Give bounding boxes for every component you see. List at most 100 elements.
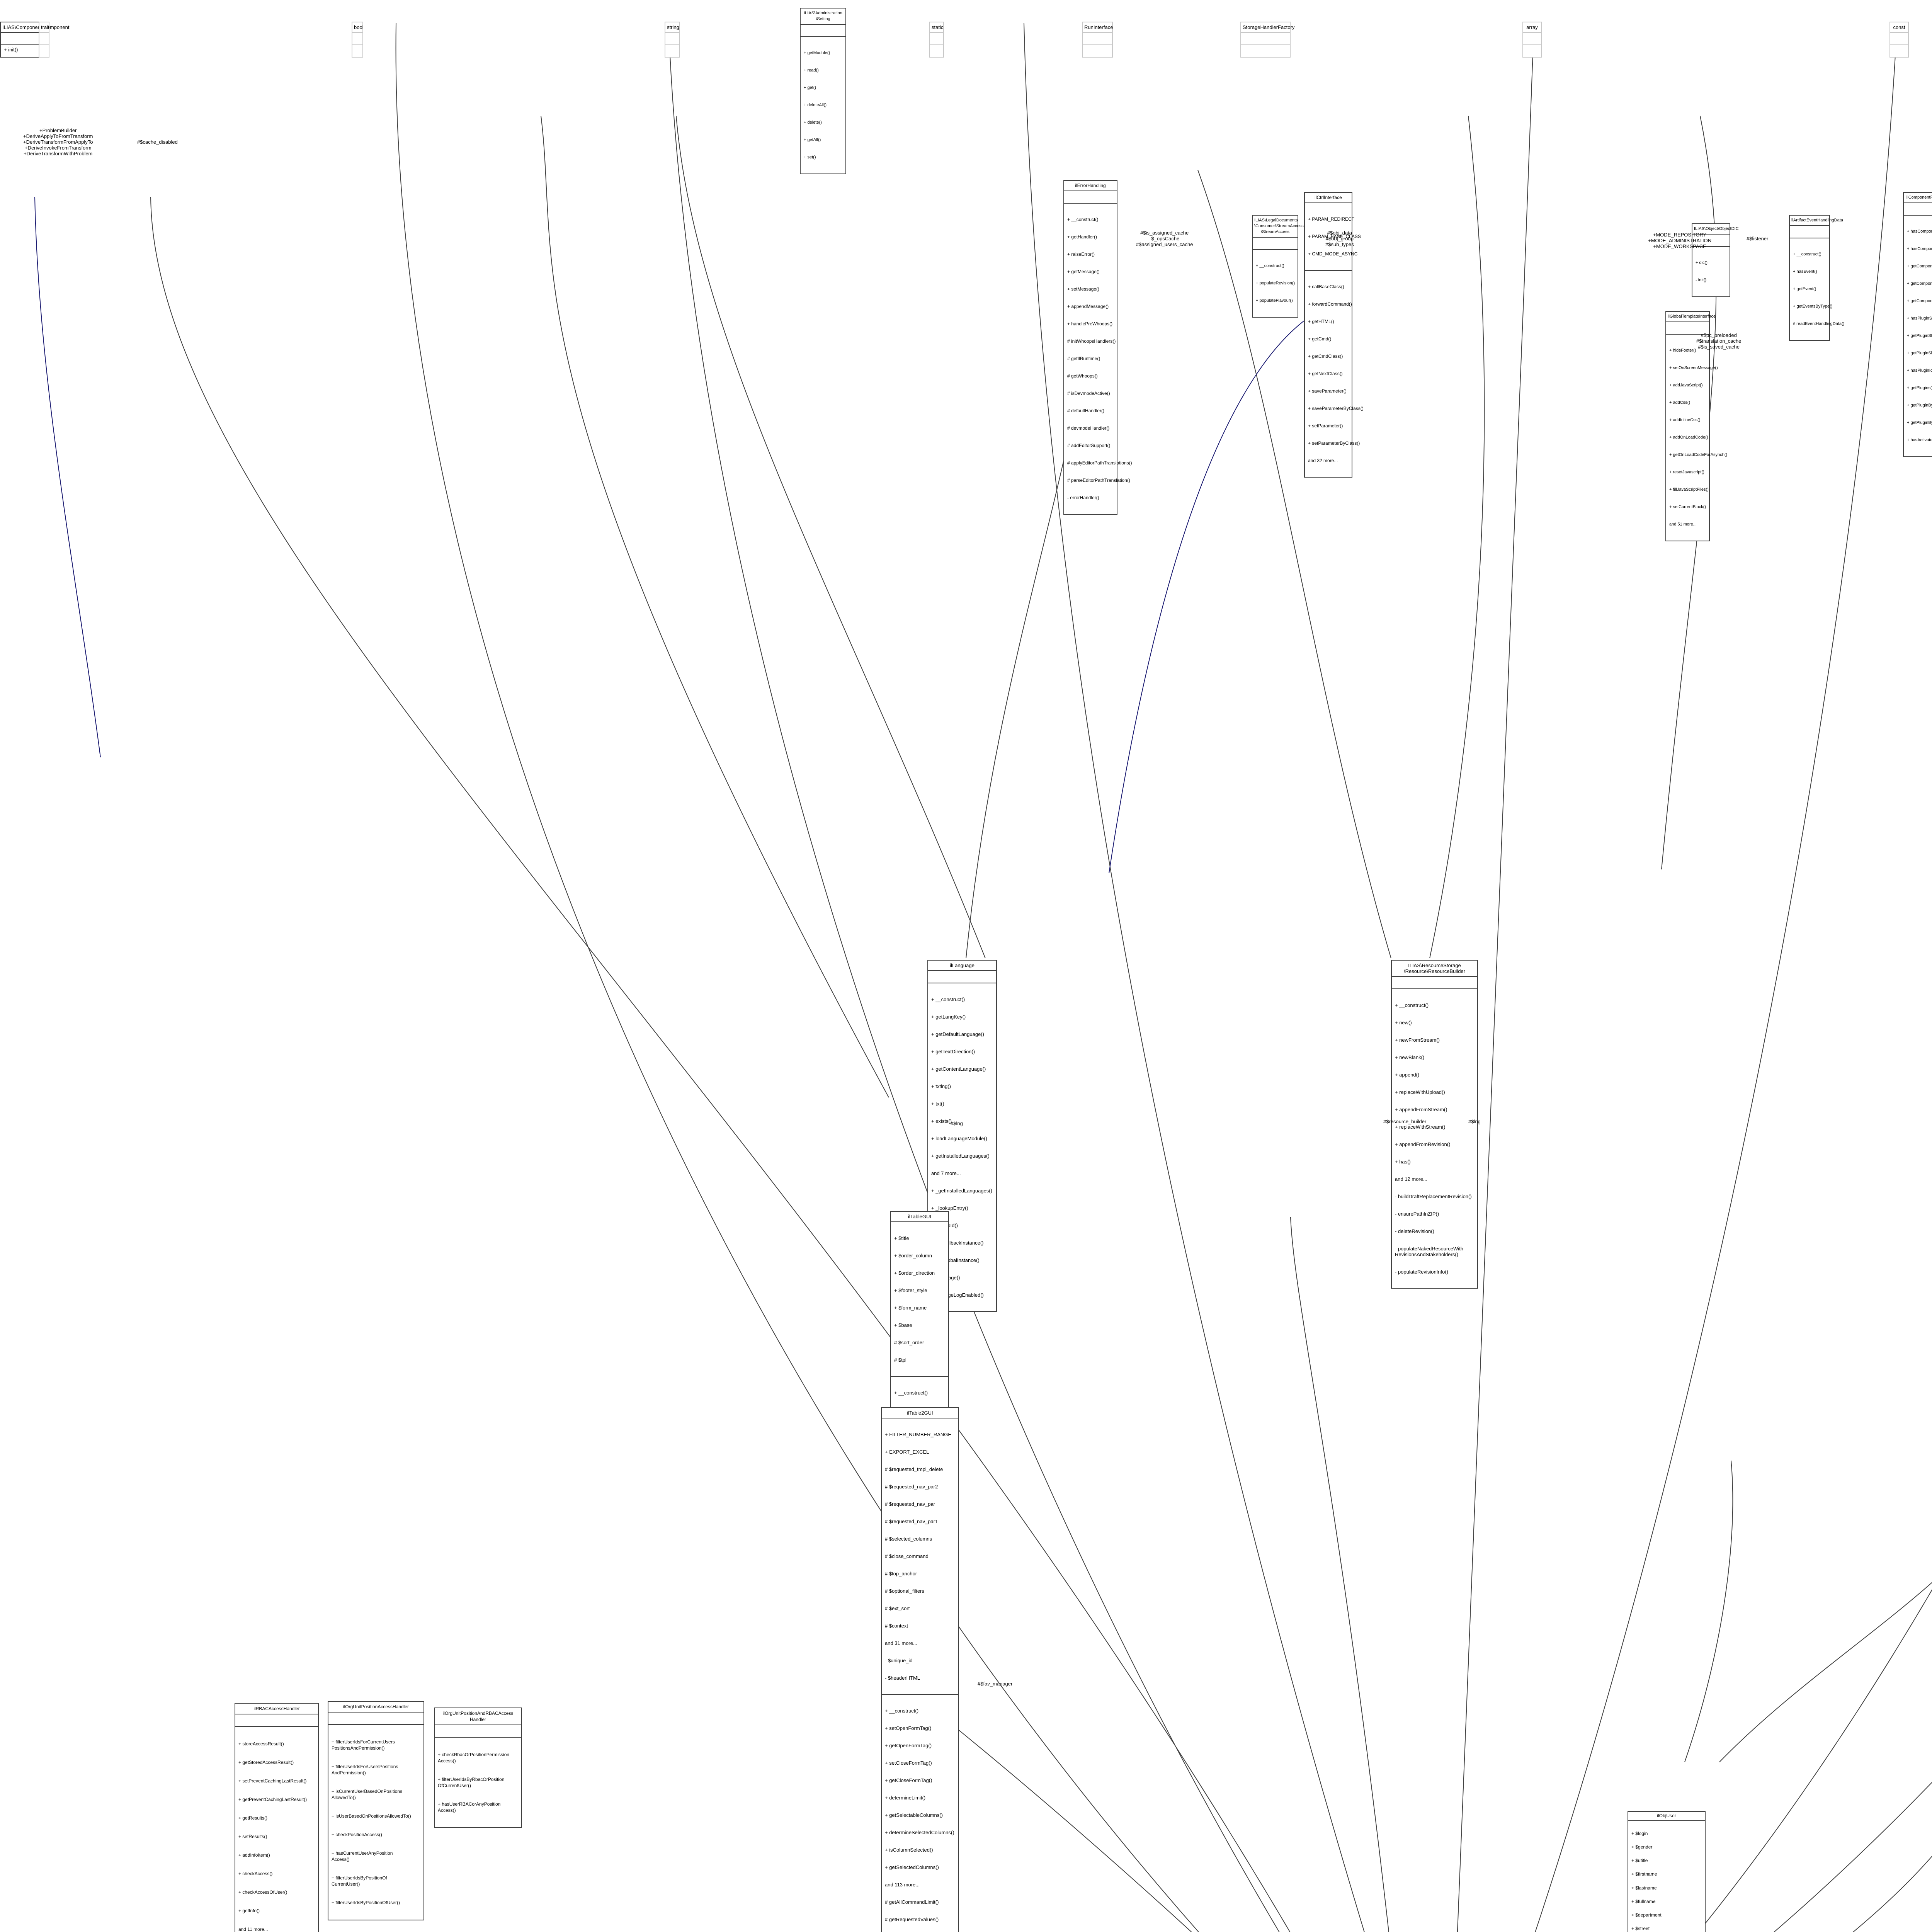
operation: + __construct() <box>1793 252 1821 257</box>
attribute: + $order_column <box>894 1253 932 1259</box>
operation: + get() <box>804 85 816 90</box>
operation: + checkRbacOrPositionPermission Access() <box>438 1752 510 1764</box>
type-node-const[interactable]: const <box>1889 22 1909 58</box>
operation: + exists() <box>931 1118 952 1124</box>
type-node-storagehandlerfactory[interactable]: StorageHandlerFactory <box>1240 22 1294 58</box>
operation: + addInfoItem() <box>238 1852 270 1858</box>
class-node-ilobjuser[interactable]: ilObjUser + $login + $gender + $utitle +… <box>1628 1811 1706 1932</box>
class-node-ilglobaltemplateinterface[interactable]: ilGlobalTemplateInterface + hideFooter()… <box>1665 311 1728 541</box>
class-operations <box>1523 45 1541 57</box>
class-operations <box>39 45 49 57</box>
class-title: trait <box>39 22 49 33</box>
type-node-string[interactable]: string <box>665 22 680 58</box>
attribute: + $department <box>1631 1912 1662 1918</box>
attribute: + $firstname <box>1631 1871 1657 1877</box>
operation: - populateNakedResourceWith RevisionsAnd… <box>1395 1246 1464 1257</box>
operation: + txtlng() <box>931 1083 951 1089</box>
class-node-ilcomponentrepository[interactable]: ilComponentRepository + hasComponent() +… <box>1903 192 1932 457</box>
operation: - errorHandler() <box>1067 495 1099 500</box>
edge-label: #$pc_preloaded #$translation_cache #$is_… <box>1696 332 1742 350</box>
attribute: # $close_command <box>885 1553 929 1559</box>
attribute: and 31 more... <box>885 1640 917 1646</box>
operation: + determineLimit() <box>885 1795 926 1801</box>
operation: - deleteRevision() <box>1395 1228 1434 1234</box>
operation: + getPluginSlots() <box>1907 333 1932 338</box>
type-node-static[interactable]: static <box>929 22 944 58</box>
operation: + getHandler() <box>1067 234 1097 240</box>
class-node-ilctrlinterface[interactable]: ilCtrlInterface + PARAM_REDIRECT + PARAM… <box>1304 192 1364 478</box>
class-node-streamaccess[interactable]: ILIAS\LegalDocuments \Consumer\StreamAcc… <box>1252 215 1304 318</box>
operation: + hasPluginSlotId() <box>1907 316 1932 321</box>
operation: + callBaseClass() <box>1308 284 1344 289</box>
type-node-bool[interactable]: bool <box>352 22 364 58</box>
class-node-ilias-administration-setting[interactable]: ILIAS\Administration \Setting + getModul… <box>800 8 846 174</box>
attribute: + $street <box>1631 1925 1650 1931</box>
class-node-ilorgunitpositionandrbacaccesshandler[interactable]: ilOrgUnitPositionAndRBACAccess Handler +… <box>434 1708 522 1828</box>
operation: + newBlank() <box>1395 1054 1425 1060</box>
operation: + getPluginByName() <box>1907 420 1932 425</box>
operation: and 7 more... <box>931 1170 961 1176</box>
operation: + getPluginById() <box>1907 403 1932 408</box>
operation: + hasComponent() <box>1907 229 1932 234</box>
class-attributes <box>801 25 845 37</box>
class-attributes <box>1523 33 1541 45</box>
operation: + getInstalledLanguages() <box>931 1153 990 1159</box>
class-attributes <box>328 1713 423 1725</box>
operation: + forwardCommand() <box>1308 301 1352 307</box>
operation: + getResults() <box>238 1815 268 1821</box>
class-node-ilerrorhandling[interactable]: ilErrorHandling + __construct() + getHan… <box>1063 180 1132 515</box>
attribute: + PARAM_REDIRECT <box>1308 216 1355 222</box>
operation: + getPreventCachingLastResult() <box>238 1797 307 1802</box>
type-node-array[interactable]: array <box>1522 22 1542 58</box>
class-operations: + __construct() + getHandler() + raiseEr… <box>1064 204 1132 514</box>
operation: + determineSelectedColumns() <box>885 1830 954 1835</box>
operation: + getSelectedColumns() <box>885 1864 939 1870</box>
class-title: ilRBACAccessHandler <box>235 1704 318 1714</box>
type-node-trait[interactable]: trait <box>39 22 49 58</box>
operation: + addOnLoadCode() <box>1669 435 1708 440</box>
operation: # getAllCommandLimit() <box>885 1899 939 1905</box>
class-operations: + __construct() + setOpenFormTag() + get… <box>882 1695 958 1932</box>
class-attributes <box>1890 33 1908 45</box>
operation: # getWhoops() <box>1067 373 1098 379</box>
operation: + getOnLoadCodeForAsynch() <box>1669 452 1728 457</box>
class-title: const <box>1890 22 1908 33</box>
attribute: # $requested_tmpl_delete <box>885 1466 943 1472</box>
class-title: ILIAS\Administration \Setting <box>801 9 845 25</box>
class-node-ilartifacteventhandlingdata[interactable]: ilArtifactEventHandlingData + __construc… <box>1789 215 1844 341</box>
operation: + getMessage() <box>1067 269 1100 274</box>
attribute: # $requested_nav_par2 <box>885 1484 938 1490</box>
operation: # applyEditorPathTranslations() <box>1067 460 1132 466</box>
class-attributes <box>352 33 362 45</box>
operation: + raiseError() <box>1067 252 1095 257</box>
class-node-objectdic[interactable]: ILIAS\Object\ObjectDIC + dic() - init() <box>1692 223 1739 297</box>
class-operations <box>665 45 679 57</box>
class-title: string <box>665 22 679 33</box>
class-node-resourcebuilder[interactable]: ILIAS\ResourceStorage \Resource\Resource… <box>1391 960 1478 1289</box>
operation: + _lookupEntry() <box>931 1205 968 1211</box>
attribute: # $optional_filters <box>885 1588 924 1594</box>
operation: + __construct() <box>1395 1002 1429 1008</box>
operation: + isColumnSelected() <box>885 1847 933 1853</box>
class-title: StorageHandlerFactory <box>1241 22 1294 33</box>
class-node-iltable2gui[interactable]: ilTable2GUI + FILTER_NUMBER_RANGE + EXPO… <box>881 1407 959 1932</box>
class-attributes <box>665 33 679 45</box>
operation: + appendFromStream() <box>1395 1107 1447 1112</box>
type-node-runinterface[interactable]: RunInterface <box>1082 22 1113 58</box>
class-title: ILIAS\ResourceStorage \Resource\Resource… <box>1392 961 1477 977</box>
operation: + getEvent() <box>1793 287 1816 291</box>
class-operations: + hasComponent() + hasComponentId() + ge… <box>1904 216 1932 456</box>
operation: + new() <box>1395 1020 1412 1026</box>
class-attributes <box>1666 322 1709 335</box>
operation: + setOnScreenMessage() <box>1669 366 1718 370</box>
operation: + setOpenFormTag() <box>885 1725 932 1731</box>
attribute: + $gender <box>1631 1844 1653 1850</box>
class-node-ilorgunitpositionaccesshandler[interactable]: ilOrgUnitPositionAccessHandler + filterU… <box>328 1701 424 1920</box>
class-node-ilrbacaccesshandler[interactable]: ilRBACAccessHandler + storeAccessResult(… <box>235 1703 319 1932</box>
operation: + saveParameter() <box>1308 388 1347 394</box>
operation: # addEditorSupport() <box>1067 443 1111 448</box>
operation: + filterUserIdsByPositionOf CurrentUser(… <box>332 1875 387 1887</box>
attribute: + $login <box>1631 1831 1648 1837</box>
attribute: - $headerHTML <box>885 1675 920 1681</box>
attribute: - $unique_id <box>885 1658 913 1663</box>
